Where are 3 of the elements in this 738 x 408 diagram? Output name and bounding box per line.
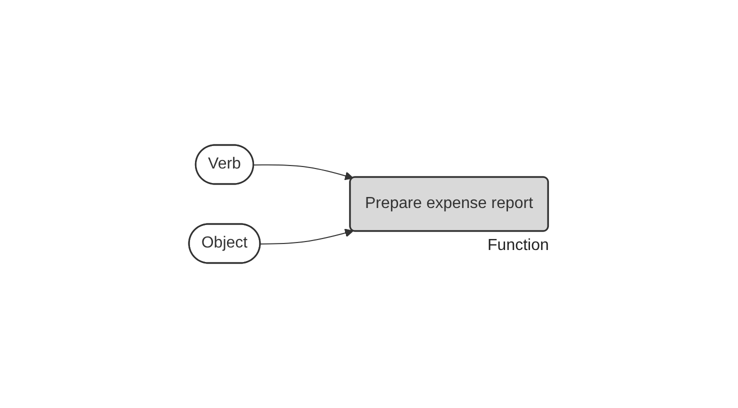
arrow	[254, 164, 354, 180]
arrow	[260, 228, 354, 244]
node-caption: Function	[488, 236, 549, 255]
